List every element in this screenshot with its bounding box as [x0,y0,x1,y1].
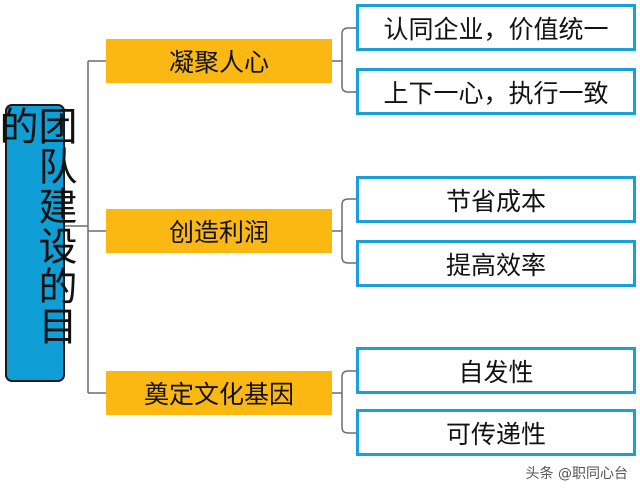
branch-node-profit: 创造利润 [106,209,332,253]
leaf-node: 自发性 [356,347,636,394]
leaf-node: 可传递性 [356,409,636,456]
leaf-node: 认同企业，价值统一 [356,4,636,51]
leaf-node: 提高效率 [356,240,636,287]
root-label: 团队建设的目的 [0,106,77,346]
root-node: 团队建设的目的 [0,104,77,382]
branch-node-culture: 奠定文化基因 [106,371,332,415]
leaf-node: 节省成本 [356,176,636,223]
watermark: 头条 @职同心台 [525,466,628,482]
branch-node-cohesion: 凝聚人心 [106,39,332,83]
leaf-node: 上下一心，执行一致 [356,68,636,115]
